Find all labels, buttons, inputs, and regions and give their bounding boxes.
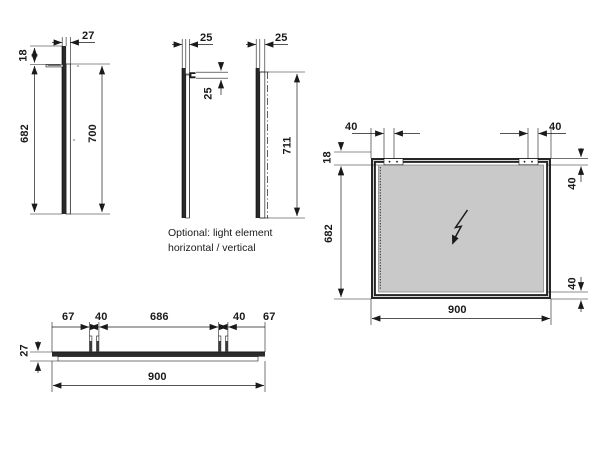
dim-plan-edge-left: 67 xyxy=(62,311,75,323)
dim-plan-pin-right: 40 xyxy=(233,311,246,323)
dim-plan-width-900: 900 xyxy=(148,371,167,383)
dim-front-top-offset: 18 xyxy=(321,151,334,164)
optional-light-element-caption-line2: horizontal / vertical xyxy=(168,242,256,254)
dim-plan-pin-left: 40 xyxy=(95,311,108,323)
dim-side-right-height-711: 711 xyxy=(281,136,294,155)
dim-side-right-thickness: 25 xyxy=(275,32,288,44)
dim-front-bracket-left: 40 xyxy=(345,121,358,133)
dim-plan-depth: 27 xyxy=(18,344,31,357)
optional-light-element-caption-line1: Optional: light element xyxy=(168,227,273,239)
dim-side-left-top-offset: 18 xyxy=(17,49,30,62)
dim-front-height-682: 682 xyxy=(322,224,335,243)
dim-plan-span-686: 686 xyxy=(150,311,169,323)
dim-side-left-thickness: 27 xyxy=(82,30,95,42)
dim-front-bracket-right: 40 xyxy=(549,121,562,133)
dim-front-inset-top: 40 xyxy=(566,177,579,190)
dim-front-inset-bottom: 40 xyxy=(566,277,579,290)
dim-side-middle-bracket-offset: 25 xyxy=(202,87,215,100)
dim-side-left-height-700: 700 xyxy=(86,124,99,143)
dim-front-width-900: 900 xyxy=(448,304,467,316)
dim-plan-edge-right: 67 xyxy=(263,311,276,323)
dim-side-middle-thickness: 25 xyxy=(200,32,213,44)
dim-side-left-height-682: 682 xyxy=(18,124,31,143)
